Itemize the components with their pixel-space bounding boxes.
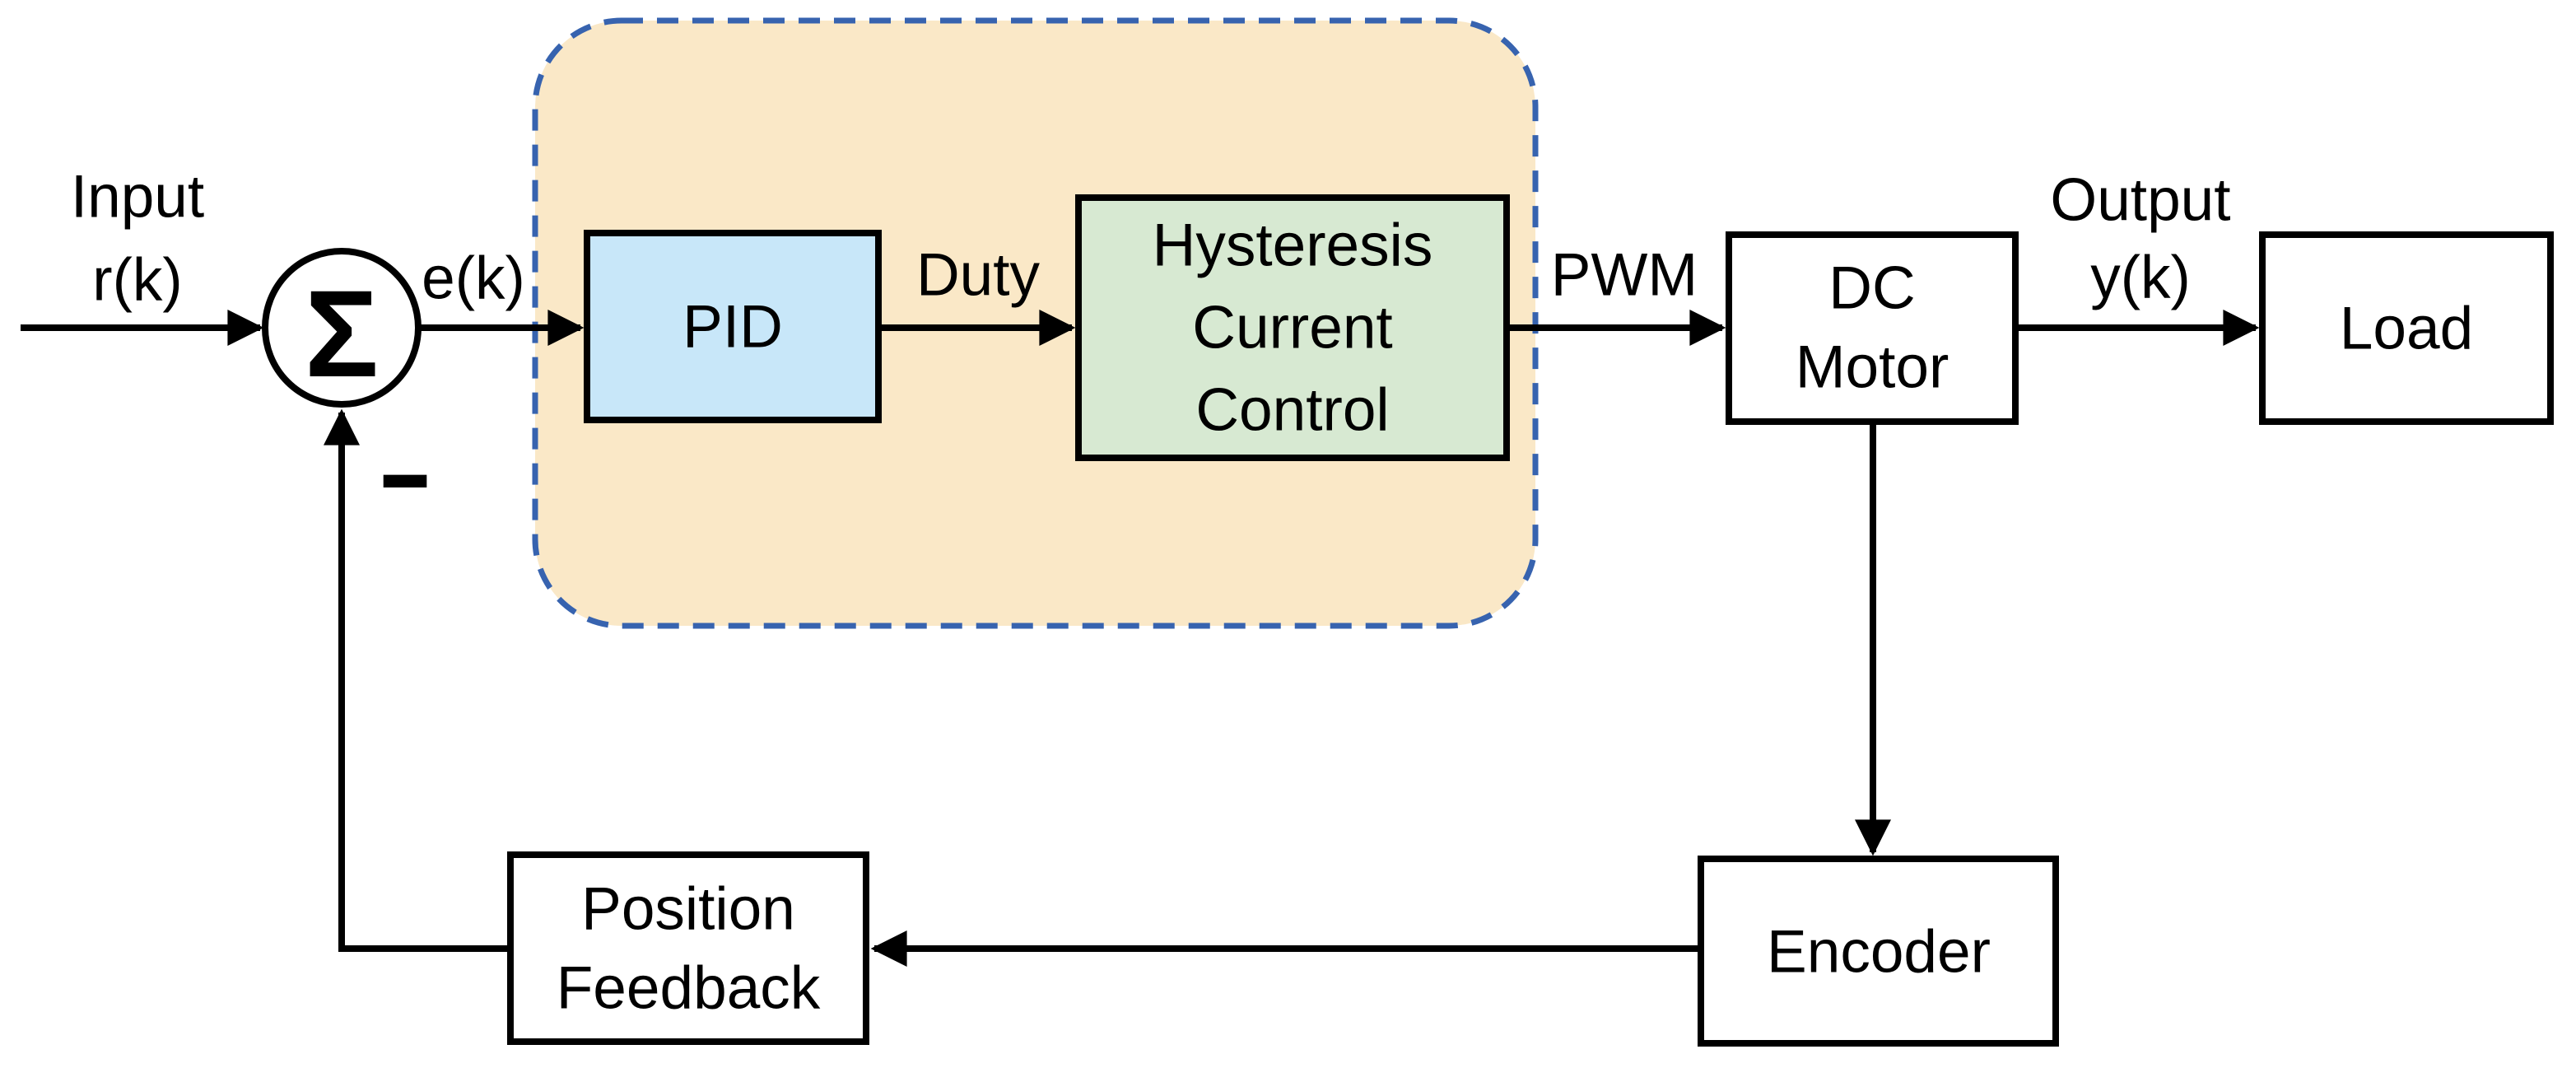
dc-motor-block <box>1726 231 2019 425</box>
pid-label: PID <box>682 294 783 361</box>
dc-motor-label-line1: DC <box>1828 255 1915 322</box>
pwm-label: PWM <box>1551 242 1698 309</box>
sum-junction <box>262 248 422 408</box>
position-feedback-label-line2: Feedback <box>557 955 821 1022</box>
position-feedback-block <box>507 851 869 1045</box>
hysteresis-block <box>1075 194 1510 461</box>
controller-container <box>532 17 1539 629</box>
position-feedback-label-line1: Position <box>581 876 795 943</box>
hysteresis-label-line2: Current <box>1192 295 1392 361</box>
input-label-line2: r(k) <box>92 247 182 314</box>
output-label-line1: Output <box>2050 167 2230 234</box>
dc-motor-label-line2: Motor <box>1796 334 1949 401</box>
load-label: Load <box>2340 296 2473 362</box>
output-label-line2: y(k) <box>2090 245 2191 311</box>
encoder-block <box>1698 856 2059 1047</box>
hysteresis-label-line3: Control <box>1195 377 1389 444</box>
feedback-to-sum-arrow <box>324 408 510 952</box>
load-block <box>2259 231 2554 425</box>
hysteresis-label-line1: Hysteresis <box>1153 212 1433 279</box>
minus-sign: − <box>382 437 427 525</box>
duty-label: Duty <box>916 242 1041 309</box>
input-label-line1: Input <box>71 164 204 231</box>
pid-block <box>584 230 882 423</box>
error-label: e(k) <box>422 245 525 312</box>
sigma-symbol: Σ <box>305 264 379 403</box>
encoder-label: Encoder <box>1767 919 1991 986</box>
